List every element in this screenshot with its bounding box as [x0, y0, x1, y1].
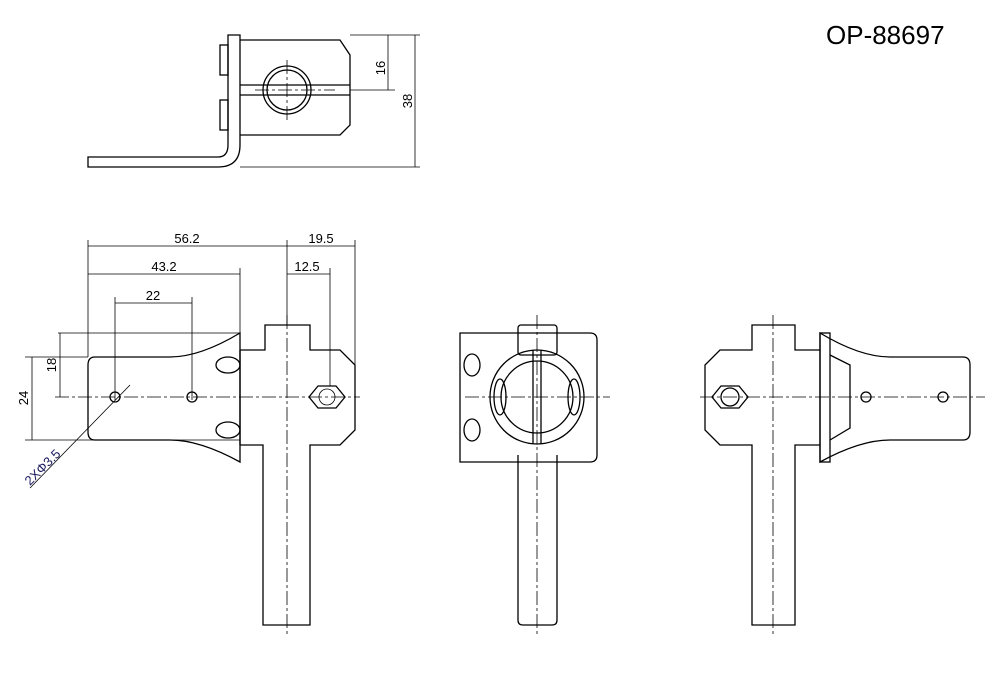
front-view-right — [700, 315, 985, 635]
front-view-left: 56.2 19.5 43.2 12.5 22 18 24 2XΦ3.5 — [16, 231, 360, 635]
dim-22: 22 — [146, 288, 160, 303]
hole-callout: 2XΦ3.5 — [22, 446, 64, 488]
dim-12-5: 12.5 — [294, 259, 319, 274]
dim-43-2: 43.2 — [151, 259, 176, 274]
dim-24: 24 — [16, 391, 31, 405]
front-view-middle — [459, 315, 610, 635]
dim-18: 18 — [44, 358, 59, 372]
dim-38: 38 — [400, 94, 415, 108]
top-view: 16 38 — [87, 34, 420, 168]
dim-19-5: 19.5 — [308, 231, 333, 246]
drawing-number: OP-88697 — [826, 20, 945, 50]
dim-56-2: 56.2 — [174, 231, 199, 246]
dim-16: 16 — [373, 61, 388, 75]
